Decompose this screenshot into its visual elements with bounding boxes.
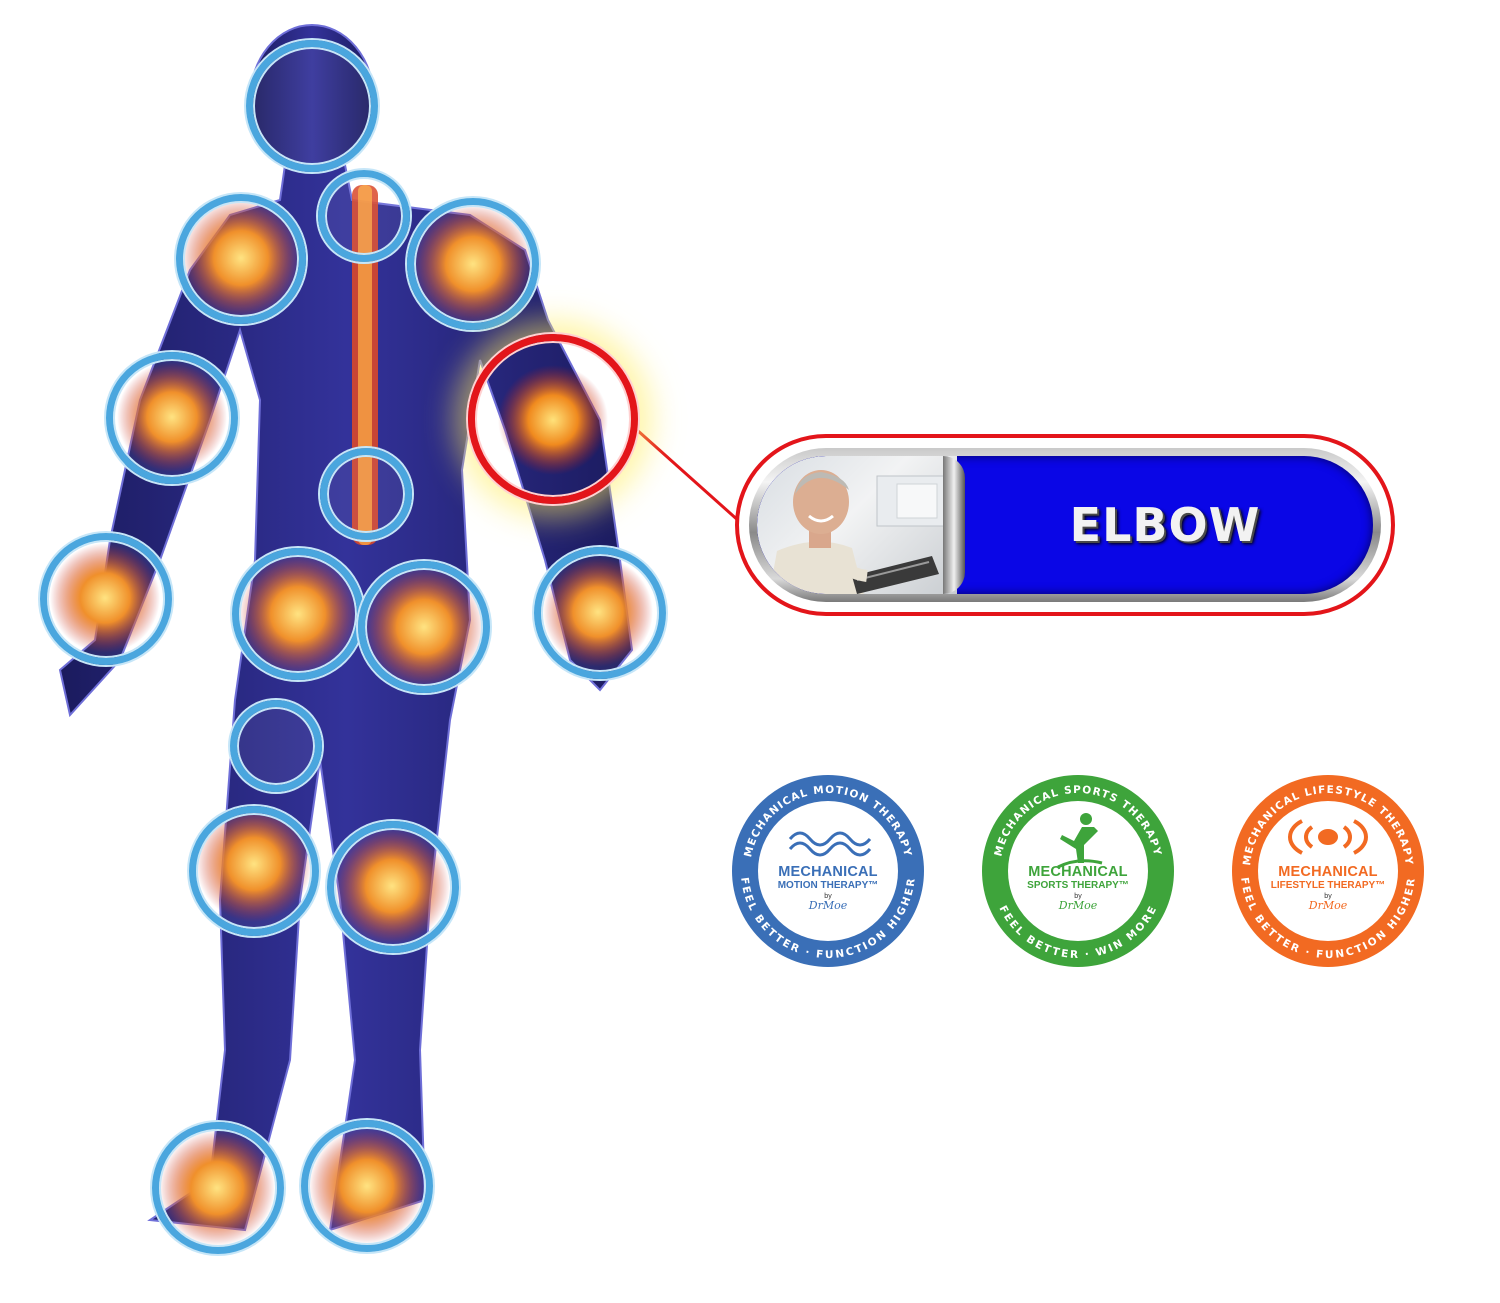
- badge-title: MECHANICAL: [778, 864, 878, 880]
- badge-ring: MECHANICAL SPORTS THERAPY FEEL BETTER · …: [982, 775, 1174, 967]
- hotspot-left-wrist[interactable]: [40, 533, 172, 665]
- hotspot-right-shoulder[interactable]: [407, 198, 539, 330]
- callout-connector: [636, 428, 741, 524]
- hotspot-right-knee[interactable]: [327, 821, 459, 953]
- badge-ring: MECHANICAL MOTION THERAPY FEEL BETTER · …: [732, 775, 924, 967]
- badge-motion-therapy[interactable]: MECHANICAL MOTION THERAPY FEEL BETTER · …: [728, 771, 928, 971]
- badge-by: by: [1324, 892, 1332, 900]
- badge-sports-therapy[interactable]: MECHANICAL SPORTS THERAPY FEEL BETTER · …: [978, 771, 1178, 971]
- badge-signature: DrMoe: [808, 898, 848, 912]
- hotspot-thigh[interactable]: [230, 700, 322, 792]
- badge-title: MECHANICAL: [1278, 864, 1378, 880]
- badge-title: MECHANICAL: [1028, 864, 1128, 880]
- badge-by: by: [1074, 892, 1082, 900]
- badge-signature: DrMoe: [1058, 898, 1098, 912]
- badge-subtitle: SPORTS THERAPY™: [1027, 879, 1129, 891]
- hotspot-upper-back[interactable]: [318, 170, 410, 262]
- badge-ring: MECHANICAL LIFESTYLE THERAPY FEEL BETTER…: [1232, 775, 1424, 967]
- wave-icon: [788, 831, 872, 857]
- callout-inner: ELBOW: [757, 456, 1373, 594]
- hotspot-head-neck[interactable]: [246, 40, 378, 172]
- badge-signature: DrMoe: [1308, 898, 1348, 912]
- badge-subtitle: MOTION THERAPY™: [777, 879, 879, 891]
- photo-bevel: [943, 456, 965, 594]
- hotspot-left-ankle[interactable]: [152, 1122, 284, 1254]
- concentric-arcs-icon: [1288, 819, 1368, 855]
- hotspot-left-shoulder[interactable]: [176, 194, 306, 324]
- hotspot-left-knee[interactable]: [189, 806, 319, 936]
- elbow-callout-button[interactable]: ELBOW: [735, 434, 1395, 616]
- callout-frame: ELBOW: [749, 448, 1381, 602]
- hotspot-mid-back[interactable]: [320, 448, 412, 540]
- badge-subtitle: LIFESTYLE THERAPY™: [1270, 879, 1386, 891]
- athlete-icon: [1057, 813, 1103, 869]
- hotspot-right-wrist[interactable]: [534, 547, 666, 679]
- hotspot-left-elbow[interactable]: [106, 352, 238, 484]
- hotspot-right-hip[interactable]: [358, 561, 490, 693]
- hotspot-right-ankle[interactable]: [301, 1120, 433, 1252]
- badge-by: by: [824, 892, 832, 900]
- hotspot-right-elbow[interactable]: [468, 334, 638, 504]
- callout-label: ELBOW: [1069, 498, 1261, 552]
- hotspot-left-hip[interactable]: [232, 548, 364, 680]
- badge-lifestyle-therapy[interactable]: MECHANICAL LIFESTYLE THERAPY FEEL BETTER…: [1228, 771, 1428, 971]
- man-at-computer-photo: [757, 456, 957, 594]
